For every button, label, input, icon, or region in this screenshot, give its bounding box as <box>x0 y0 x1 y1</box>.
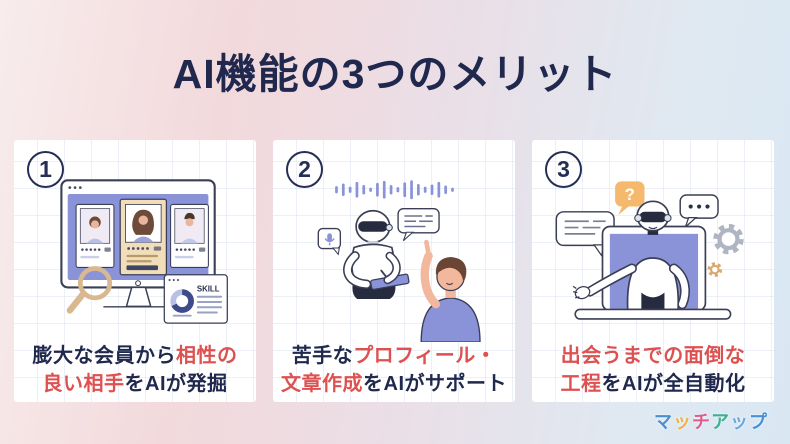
caption-line: 苦手なプロフィール・ <box>281 342 507 370</box>
card-caption-2: 苦手なプロフィール・ 文章作成をAIがサポート <box>281 342 507 407</box>
text-segment: をAIがサポート <box>363 373 507 396</box>
card-number-3: 3 <box>557 156 570 182</box>
question-mark: ? <box>625 185 635 204</box>
text-segment: プロフィール・ <box>353 345 497 367</box>
text-segment: 苦手な <box>291 345 354 367</box>
benefit-card-3: 3 ? <box>532 140 774 402</box>
text-segment: チ <box>692 412 711 432</box>
mic-icon <box>324 233 335 246</box>
card-number-badge-2: 2 <box>286 151 323 188</box>
gear-icon-small <box>707 262 723 277</box>
brand-logo: マッチアップ <box>654 408 768 434</box>
benefit-card-1: 1 <box>14 140 256 402</box>
magnifier-icon <box>66 266 113 314</box>
open-hand <box>572 285 591 300</box>
text-segment: プ <box>749 412 768 432</box>
text-segment: ッ <box>730 412 749 432</box>
monitor-stand <box>125 286 152 308</box>
pointing-finger <box>424 239 432 257</box>
text-segment: をAIが発掘 <box>124 373 228 396</box>
text-segment: 出会うまでの面倒な <box>560 345 746 367</box>
automation-robot-illustration: ? <box>544 174 762 342</box>
profile-card-right <box>170 203 210 268</box>
voice-wave-icon <box>335 180 454 200</box>
text-segment: 文章作成 <box>281 373 363 396</box>
text-segment: 工程 <box>560 373 602 396</box>
text-segment: をAIが全自動化 <box>601 373 746 396</box>
card-number-2: 2 <box>298 156 311 182</box>
card-number-badge-1: 1 <box>27 151 64 188</box>
man-talking <box>420 239 481 342</box>
skill-label: SKILL <box>197 285 220 294</box>
profile-card-center-highlighted <box>119 198 168 276</box>
text-segment: マ <box>654 412 673 432</box>
benefit-cards-row: 1 <box>0 140 790 402</box>
caption-line: 工程をAIが全自動化 <box>561 370 746 398</box>
profile-card-left <box>75 203 115 268</box>
caption-line: 膨大な会員から相性の <box>33 342 238 370</box>
robot-writer <box>343 209 410 299</box>
gear-icon-large <box>713 223 744 255</box>
robot-assistant <box>572 200 691 311</box>
text-segment: 膨大な会員から <box>32 345 176 367</box>
card-number-badge-3: 3 <box>545 151 582 188</box>
caption-line: 良い相手をAIが発掘 <box>33 370 238 398</box>
laptop-base <box>574 308 732 320</box>
text-bubble <box>397 207 440 242</box>
skill-panel: SKILL <box>163 274 229 324</box>
text-segment: 良い相手 <box>42 373 125 396</box>
text-segment: 相性の <box>176 345 238 367</box>
caption-line: 文章作成をAIがサポート <box>281 370 507 398</box>
browser-dots-icon <box>68 186 82 190</box>
robot-and-man-illustration <box>317 180 481 342</box>
card-caption-1: 膨大な会員から相性の 良い相手をAIが発掘 <box>33 342 238 407</box>
text-segment: ア <box>711 412 730 432</box>
card-caption-3: 出会うまでの面倒な 工程をAIが全自動化 <box>561 342 746 407</box>
robot-in-laptop-illustration: ? <box>555 181 744 320</box>
card-number-1: 1 <box>39 156 52 182</box>
matching-screen-illustration: SKILL <box>26 174 244 342</box>
dots-bubble <box>679 194 719 230</box>
page-title: AI機能の3つのメリット <box>172 51 618 97</box>
benefit-card-2: 2 <box>273 140 515 402</box>
monitor-profiles-illustration: SKILL <box>60 179 229 324</box>
mic-bubble <box>317 227 342 256</box>
robot-profile-support-illustration <box>285 174 503 342</box>
caption-line: 出会うまでの面倒な <box>561 342 746 370</box>
text-segment: ッ <box>673 412 692 432</box>
